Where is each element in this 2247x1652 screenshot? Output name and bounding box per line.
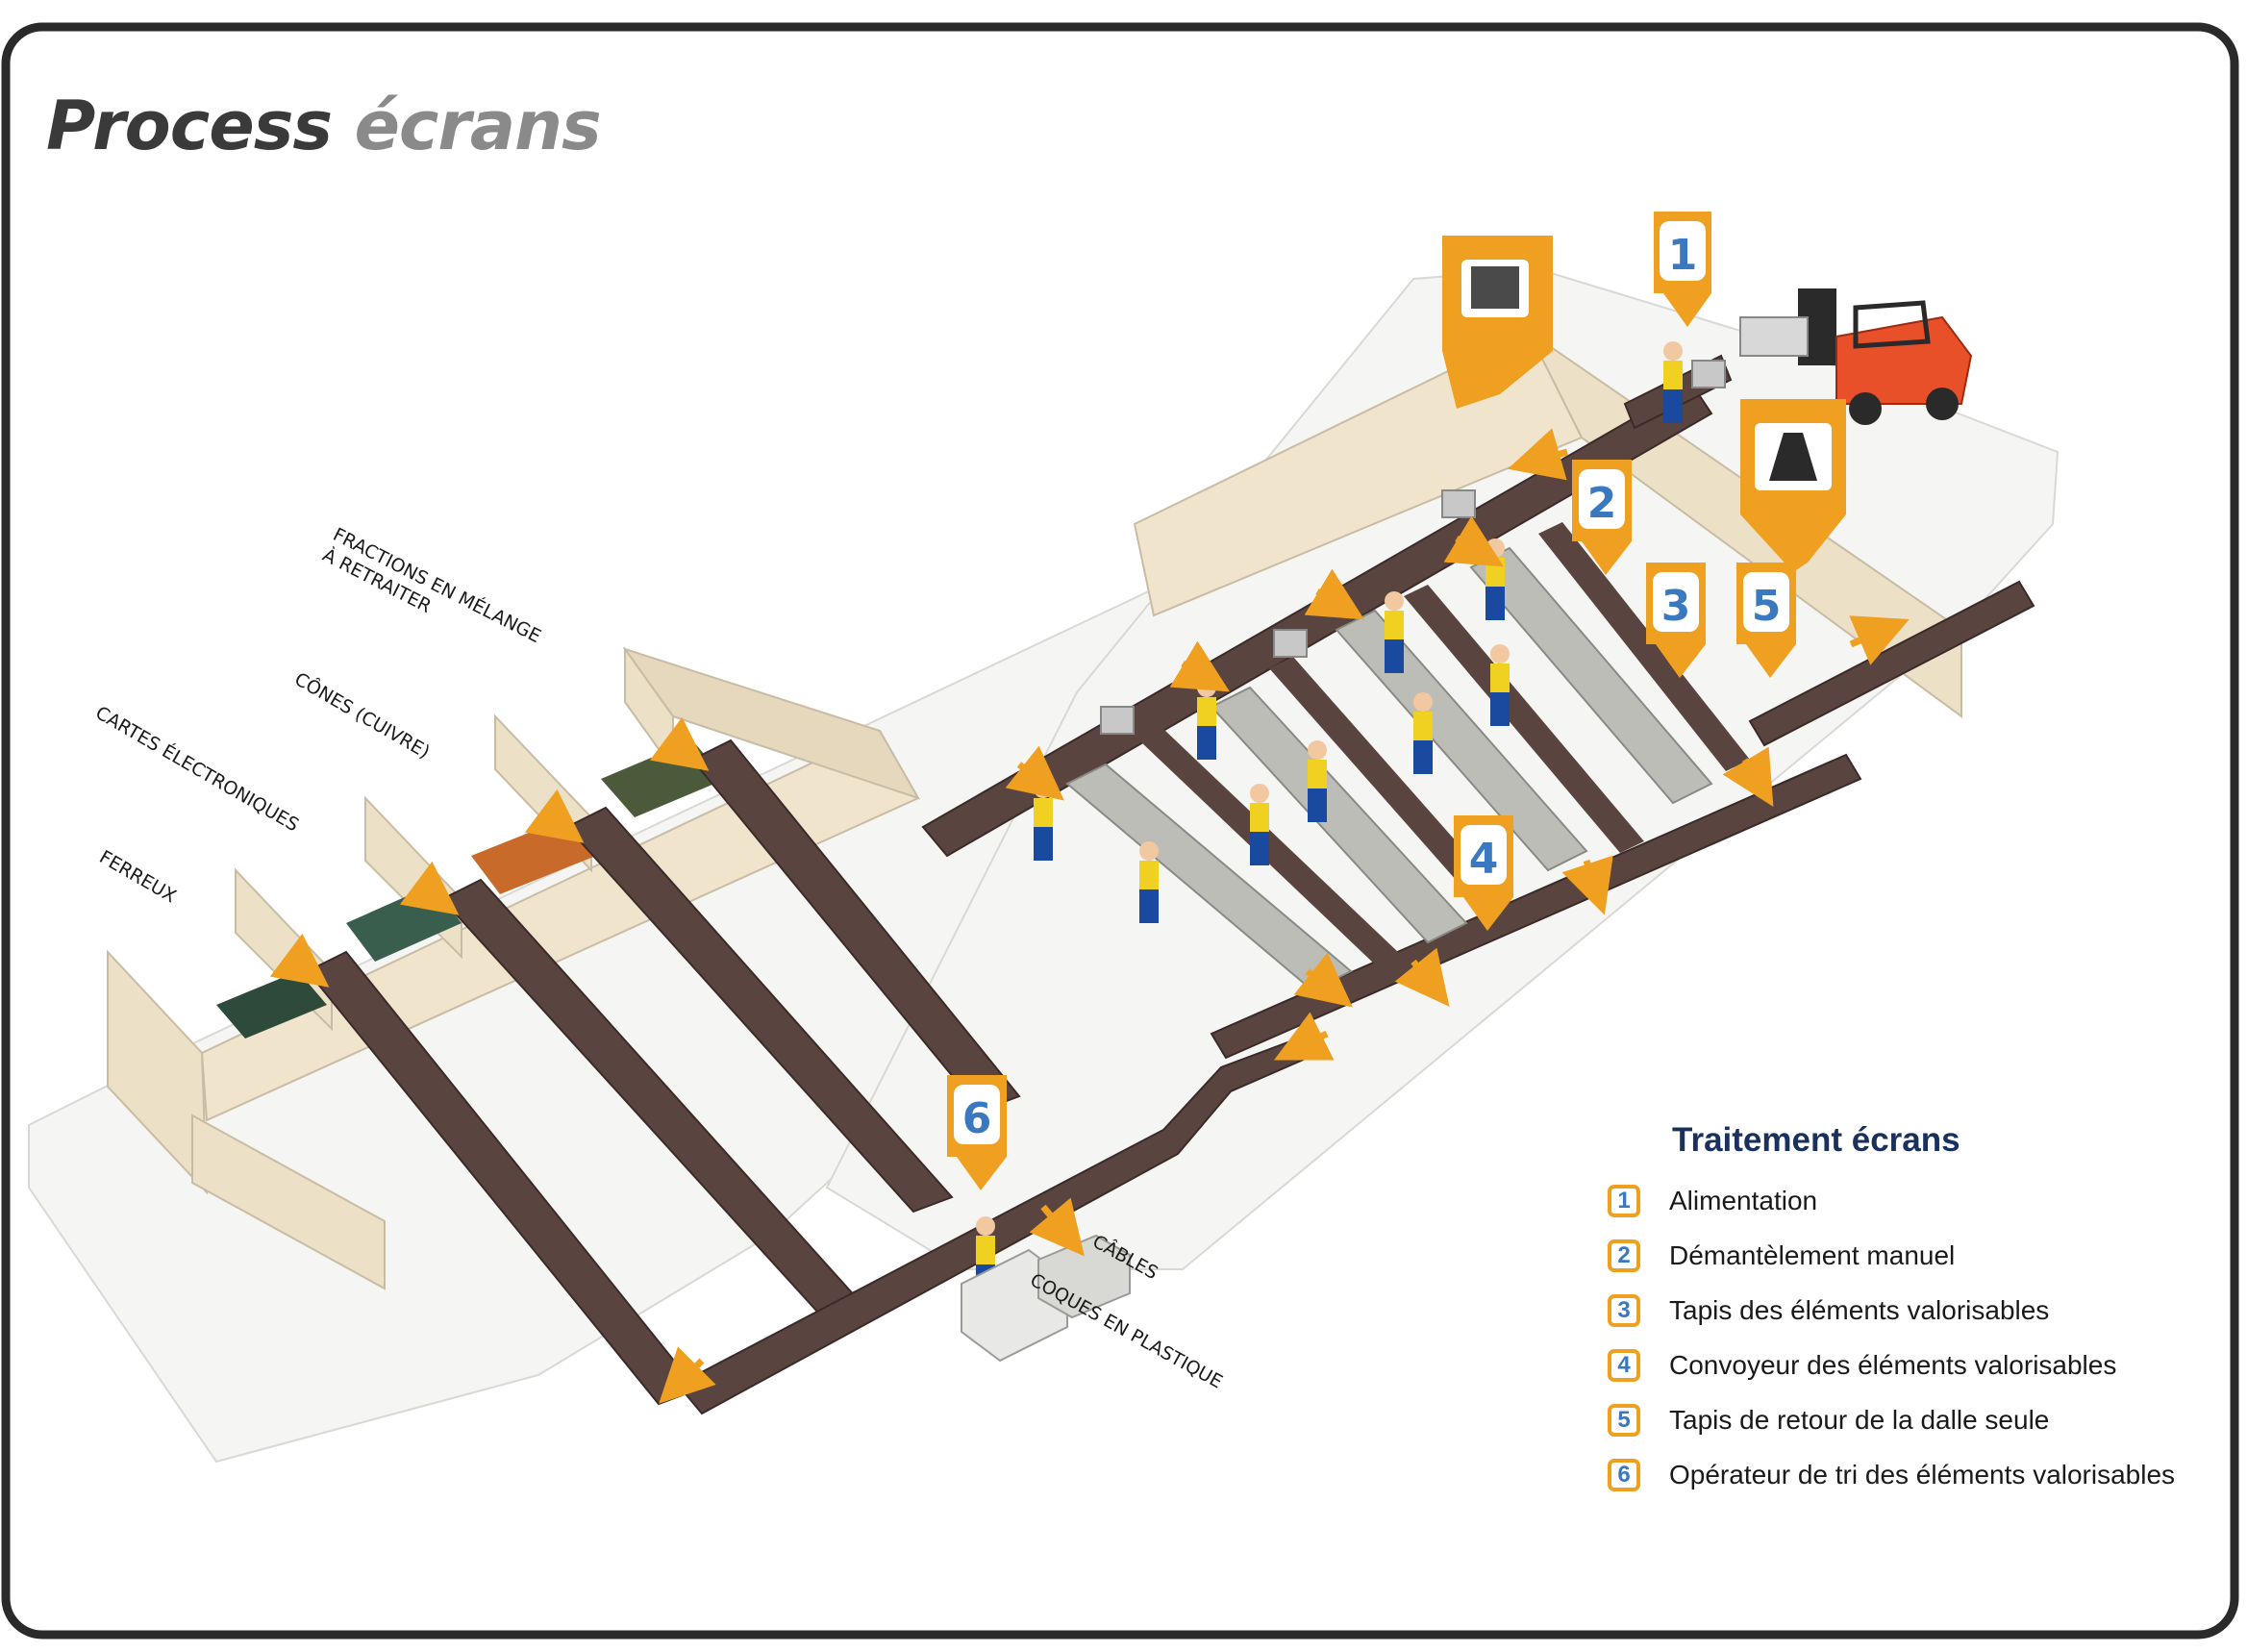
belt-divider-1 (1139, 729, 1418, 983)
legend-item-label: Démantèlement manuel (1669, 1239, 1956, 1270)
step-markers: 1 2 3 4 5 6 (947, 212, 1796, 1190)
legend-item: 3 Tapis des éléments valorisables (1608, 1283, 2223, 1338)
cross-belts (1065, 546, 1713, 992)
forklift-icon (1739, 288, 1973, 425)
arrow-icon (1443, 515, 1505, 567)
legend-item-label: Alimentation (1669, 1185, 1818, 1215)
worker-icon (1197, 678, 1216, 760)
pile-ferreux (216, 971, 327, 1039)
belt-divider-3 (1404, 585, 1644, 853)
step-marker-number: 6 (962, 1094, 992, 1143)
legend-item-number: 3 (1608, 1293, 1640, 1327)
arrow-icon (1394, 947, 1450, 1007)
step-marker-number: 3 (1661, 582, 1691, 631)
inclined-conveyor-3 (565, 806, 954, 1214)
worker-icon (1308, 740, 1327, 822)
arrow-icon (1304, 568, 1365, 620)
arrow-icon (1849, 615, 1910, 665)
arrow-icon (1561, 855, 1613, 915)
legend-item: 1 Alimentation (1608, 1173, 2223, 1228)
page-title-word2: écrans (354, 87, 601, 165)
worker-icon (1413, 692, 1433, 774)
worker-icon (1250, 784, 1269, 865)
arrow-icon (269, 933, 330, 988)
bin-label-ferreux: FERREUX (96, 846, 180, 907)
legend-item-label: Tapis des éléments valorisables (1669, 1294, 2050, 1325)
legend-item-number: 2 (1608, 1239, 1640, 1272)
arrow-icon (1005, 745, 1064, 801)
arrow-icon (1029, 1197, 1085, 1257)
arrow-icon (524, 788, 585, 843)
step-marker-number: 4 (1469, 835, 1499, 884)
feed-conveyor (921, 383, 1713, 858)
arrow-icon (1293, 952, 1353, 1008)
step-marker-number: 2 (1587, 479, 1617, 528)
legend-item-number: 1 (1608, 1184, 1640, 1217)
step-marker-3: 3 (1646, 563, 1706, 678)
crt-monitor-icon (1441, 489, 1476, 518)
step-marker-number: 5 (1752, 582, 1782, 631)
arrow-icon (399, 861, 460, 915)
legend-item: 2 Démantèlement manuel (1608, 1228, 2223, 1283)
monitors (1100, 360, 1726, 735)
cross-belt-2 (1210, 686, 1468, 944)
crt-monitor-icon (1273, 629, 1308, 658)
worker-icon (1139, 841, 1159, 923)
legend-item-number: 6 (1608, 1458, 1640, 1491)
step-marker-5: 5 (1736, 563, 1796, 678)
legend-title: Traitement écrans (1672, 1121, 1960, 1159)
bin-labels: FRACTIONS EN MÉLANGE À RETRAITER CÔNES (… (92, 523, 545, 908)
arrow-icon (659, 1346, 716, 1404)
legend-item: 5 Tapis de retour de la dalle seule (1608, 1392, 2223, 1447)
callout-monitor (1442, 236, 1553, 409)
step-marker-4: 4 (1454, 815, 1513, 931)
crt-cone-icon (1769, 433, 1817, 481)
worker-icon (1490, 644, 1510, 726)
bin-label-fractions-line1: FRACTIONS EN MÉLANGE (330, 523, 545, 647)
callout-cone (1740, 399, 1846, 572)
worker-icon (1486, 538, 1505, 620)
legend: Traitement écrans 1 Alimentation 2 Déman… (1608, 1121, 2223, 1502)
crt-monitor-icon (1100, 706, 1135, 735)
bin-front-wall (191, 1114, 386, 1290)
inclined-conveyor-4 (690, 738, 1021, 1113)
arrow-icon (1722, 746, 1774, 808)
outer-border (1, 22, 2239, 1639)
arrow-icon (1273, 1012, 1335, 1061)
bin-label-cones: CÔNES (CUIVRE) (291, 667, 435, 763)
arrow-icon (649, 716, 710, 771)
valuables-conveyor (1210, 753, 1862, 1060)
worker-icon (1663, 341, 1683, 423)
step-marker-2: 2 (1572, 460, 1632, 575)
bin-divider-1 (107, 949, 209, 1195)
bin-label-cartes: CARTES ÉLECTRONIQUES (92, 701, 303, 836)
legend-item: 4 Convoyeur des éléments valorisables (1608, 1338, 2223, 1392)
callouts (1442, 236, 1846, 572)
crt-monitor-icon (1471, 266, 1519, 309)
inclined-conveyors (306, 738, 1021, 1406)
flow-arrows (269, 428, 1910, 1404)
step-marker-1: 1 (1654, 212, 1711, 327)
legend-item-label: Opérateur de tri des éléments valorisabl… (1669, 1459, 2176, 1489)
step-marker-6: 6 (947, 1075, 1007, 1190)
legend-item-label: Convoyeur des éléments valorisables (1669, 1349, 2117, 1380)
legend-item-number: 4 (1608, 1348, 1640, 1382)
arrow-icon (1508, 428, 1568, 481)
page-title: Process écrans (46, 87, 602, 165)
worker-icon (1034, 779, 1053, 861)
page-title-word1: Process (46, 87, 333, 165)
belt-divider-4 (1538, 522, 1750, 771)
step-marker-number: 1 (1668, 231, 1698, 280)
legend-item-number: 5 (1608, 1403, 1640, 1437)
legend-item: 6 Opérateur de tri des éléments valorisa… (1608, 1447, 2223, 1502)
crt-monitor-icon (1691, 360, 1726, 388)
legend-item-label: Tapis de retour de la dalle seule (1669, 1404, 2050, 1435)
worker-icon (1385, 591, 1404, 673)
arrow-icon (1169, 640, 1231, 692)
